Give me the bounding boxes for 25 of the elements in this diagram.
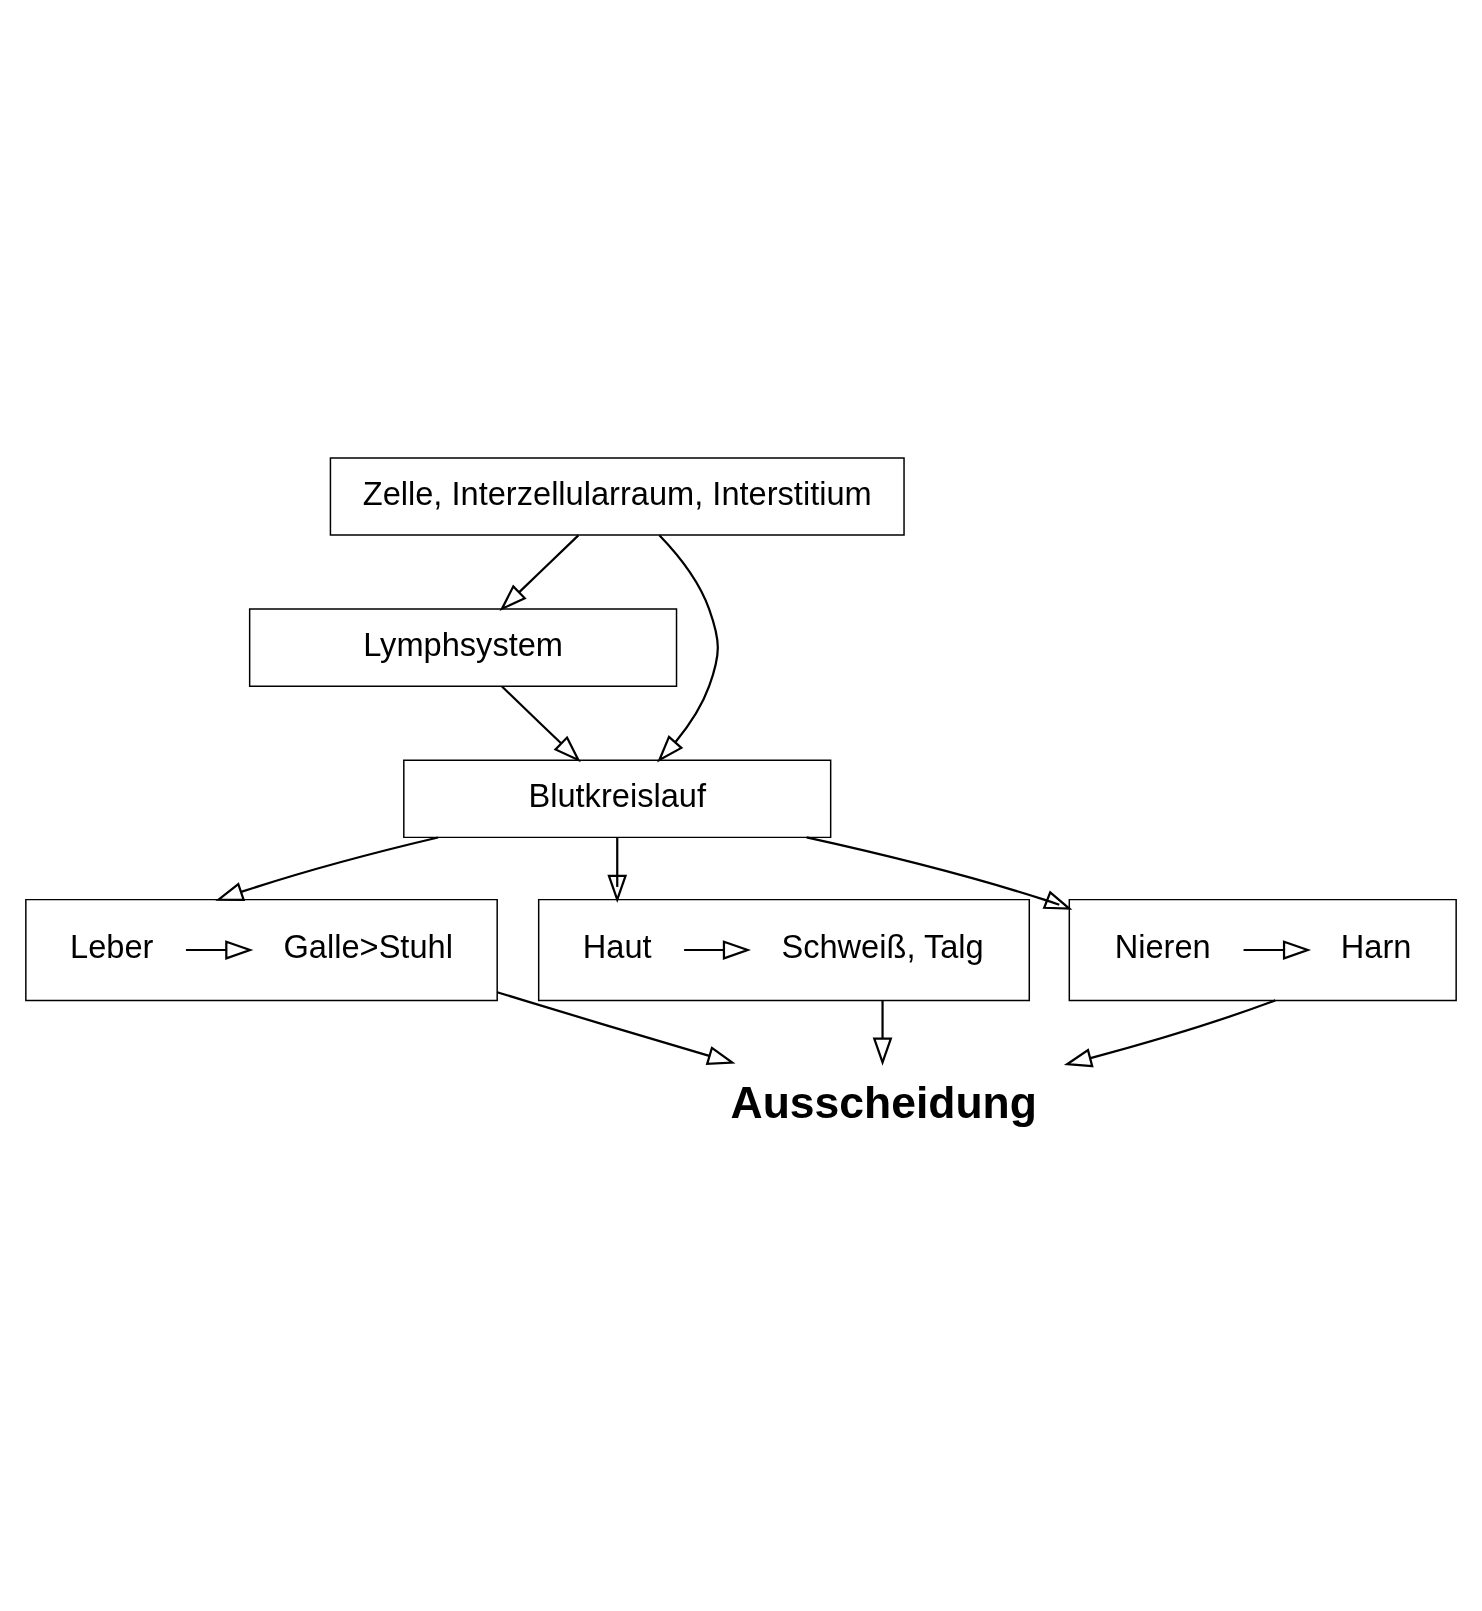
arrow <box>501 685 581 763</box>
arrow <box>215 836 439 901</box>
arrow <box>607 837 628 903</box>
arrow <box>684 940 751 960</box>
node-box: Lymphsystem <box>248 608 678 687</box>
node-text: Haut <box>582 928 652 966</box>
cluster <box>25 898 498 1002</box>
node-box: Blutkreislauf <box>403 759 832 839</box>
arrow <box>185 940 254 960</box>
cluster <box>1068 898 1457 1002</box>
cluster <box>537 898 1030 1002</box>
node-text: Galle>Stuhl <box>283 928 453 966</box>
node-text: Leber <box>70 928 154 966</box>
node-text: Schweiß, Talg <box>781 928 984 966</box>
arrow <box>872 1000 893 1066</box>
node-text: Ausscheidung <box>730 1077 1037 1127</box>
node-text: Harn <box>1340 928 1412 966</box>
arrow <box>496 991 736 1066</box>
node-text: Nieren <box>1114 928 1211 966</box>
arrow <box>657 534 719 763</box>
arrow <box>1063 999 1276 1068</box>
arrow <box>499 534 580 612</box>
node-box: Zelle, Interzellularraum, Interstitium <box>329 457 905 536</box>
arrow <box>806 836 1073 910</box>
arrow <box>1243 940 1312 960</box>
